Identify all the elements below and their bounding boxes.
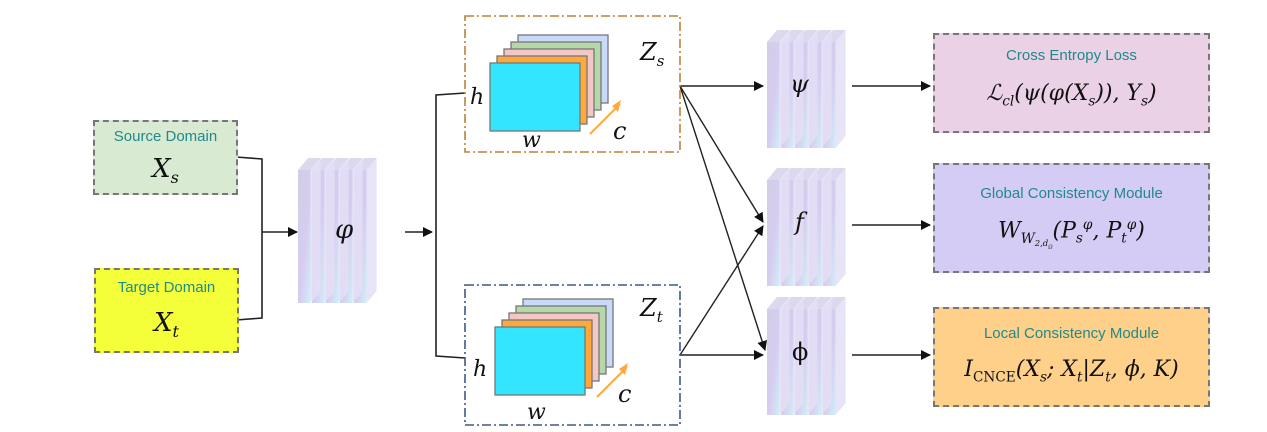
cross-entropy-loss-label: Cross Entropy Loss xyxy=(1006,47,1137,64)
source-feature-box xyxy=(464,15,681,153)
global-consistency-module-box: Global Consistency Module WW2,dΩ(Psφ, Pt… xyxy=(933,163,1210,273)
target-feature-symbol: Zt xyxy=(640,294,663,326)
head-phi-slab xyxy=(767,297,790,415)
target-width-label: w xyxy=(527,400,546,425)
local-consistency-module-box: Local Consistency Module ICNCE(Xs; Xt|Zt… xyxy=(933,307,1210,407)
head-to-output-arrows xyxy=(852,81,931,360)
source-domain-label: Source Domain xyxy=(113,128,218,145)
head-f-slab xyxy=(767,168,790,286)
head-psi-symbol: ψ xyxy=(790,70,809,98)
target-domain-label: Target Domain xyxy=(117,279,216,296)
target-feature-box xyxy=(464,284,681,426)
encoder-symbol: φ xyxy=(335,215,354,245)
head-psi-slab xyxy=(767,30,790,148)
head-phi-symbol: ϕ xyxy=(792,338,809,366)
source-feature-stack xyxy=(489,34,609,132)
source-width-label: w xyxy=(522,128,541,153)
head-f-symbol: f xyxy=(795,208,804,236)
global-consistency-module-label: Global Consistency Module xyxy=(980,185,1163,202)
source-channel-arrowhead xyxy=(612,100,621,112)
source-height-label: h xyxy=(470,85,485,110)
local-consistency-module-label: Local Consistency Module xyxy=(983,325,1160,342)
feature-to-head-arrows xyxy=(679,81,768,360)
target-channel-arrowhead xyxy=(619,363,628,375)
local-consistency-module-formula: ICNCE(Xs; Xt|Zt, ϕ, K) xyxy=(964,357,1179,386)
feature-slice xyxy=(489,62,581,132)
head-phi-block xyxy=(767,297,846,415)
input-bracket xyxy=(235,156,298,321)
feature-slice xyxy=(494,326,586,396)
target-height-label: h xyxy=(473,357,488,382)
target-domain-symbol: Xt xyxy=(154,308,179,342)
target-feature-stack xyxy=(494,298,614,396)
source-channel-label: c xyxy=(613,117,627,145)
encoder-slab xyxy=(298,158,321,303)
source-feature-symbol: Zs xyxy=(640,38,665,70)
target-domain-box: Target Domain Xt xyxy=(94,268,239,353)
source-domain-symbol: Xs xyxy=(152,154,179,188)
cross-entropy-loss-box: Cross Entropy Loss ℒcl(ψ(φ(Xs)), Ys) xyxy=(933,33,1210,133)
target-channel-label: c xyxy=(618,380,632,408)
encoder-output-connector xyxy=(405,92,466,359)
head-psi-block xyxy=(767,30,846,148)
source-domain-box: Source Domain Xs xyxy=(93,120,238,195)
cross-entropy-loss-formula: ℒcl(ψ(φ(Xs)), Ys) xyxy=(986,81,1157,110)
encoder-block xyxy=(298,158,377,303)
global-consistency-module-formula: WW2,dΩ(Psφ, Ptφ) xyxy=(998,217,1145,252)
head-f-block xyxy=(767,168,846,286)
